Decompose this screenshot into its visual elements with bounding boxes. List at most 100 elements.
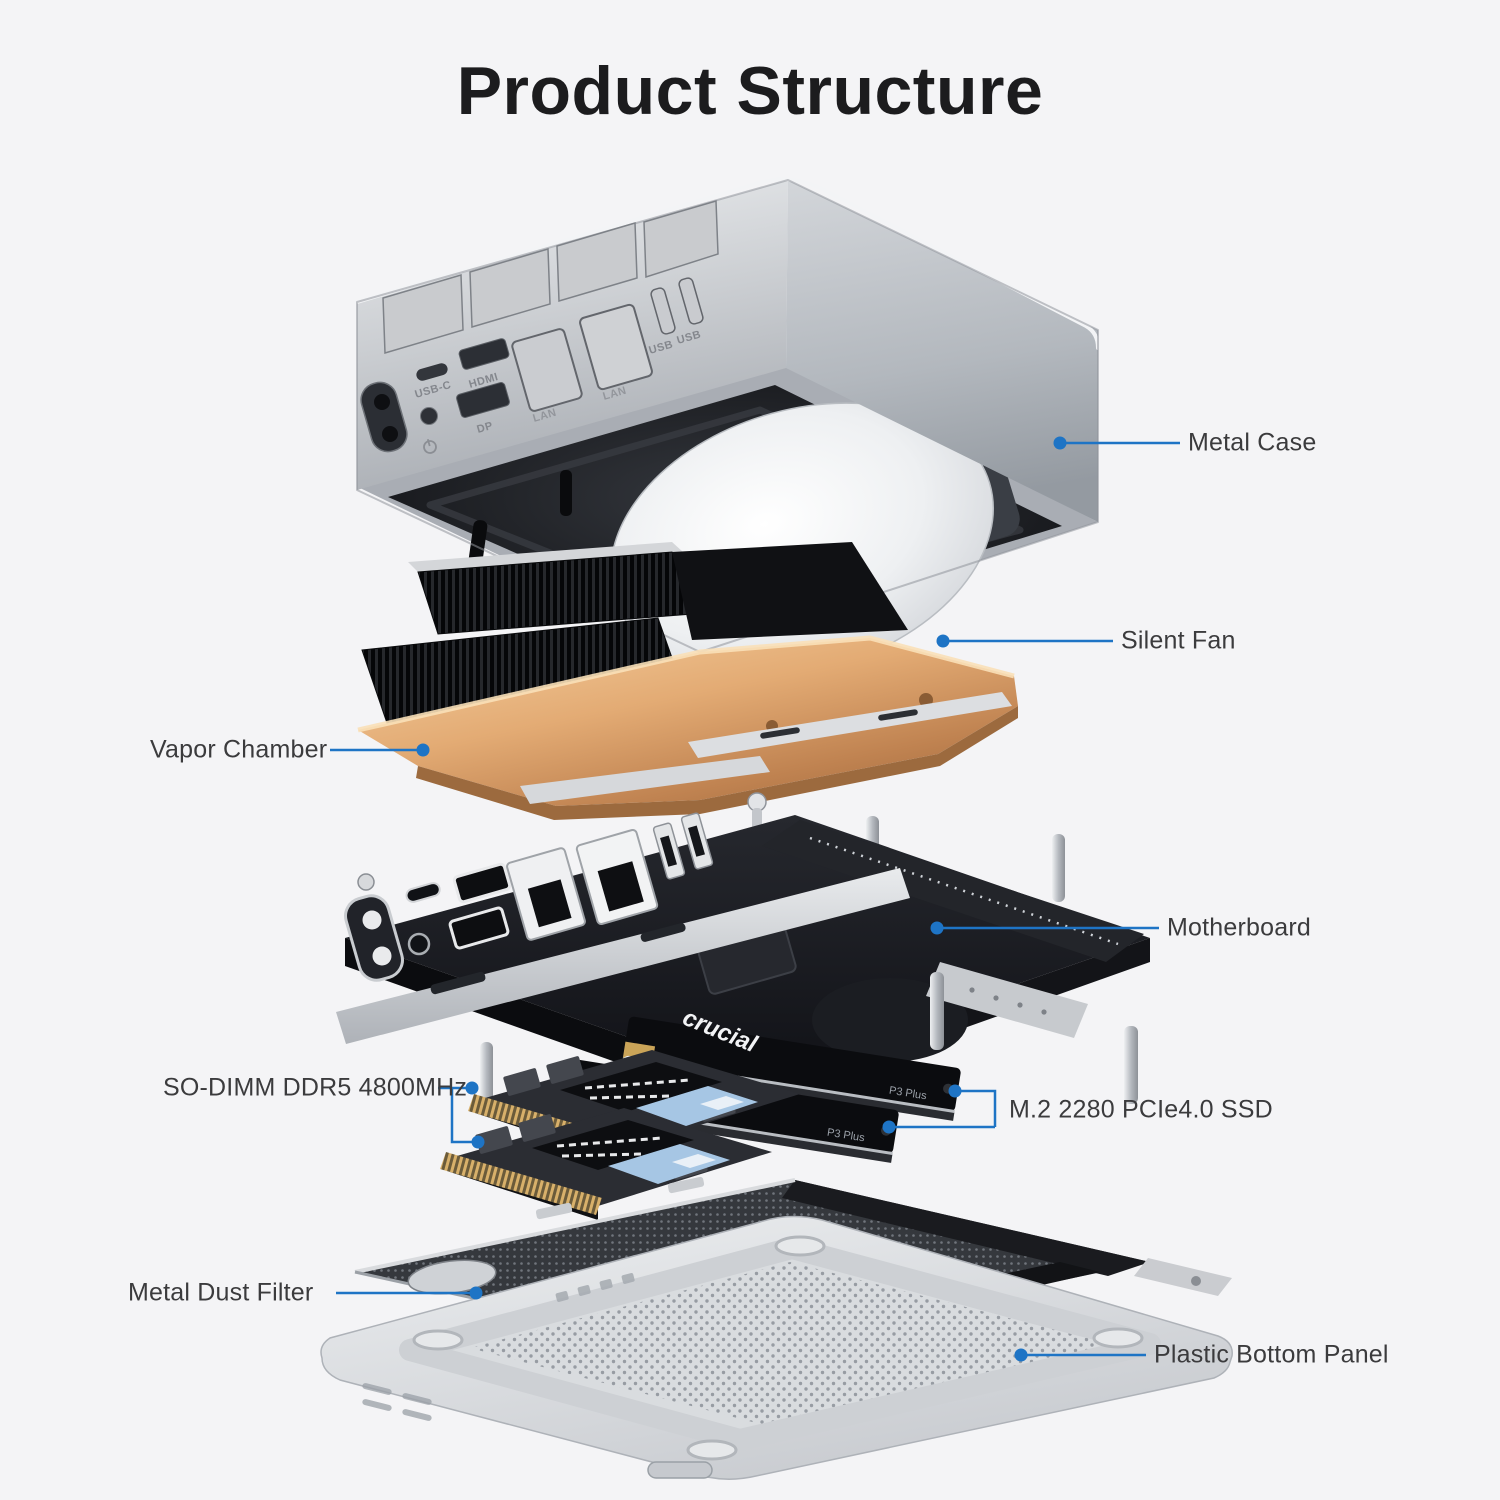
- board-fan-shroud: [812, 978, 968, 1062]
- leader-so-dimm: [438, 1081, 485, 1149]
- support-bar: [336, 868, 910, 1044]
- bracket-hole: [993, 995, 999, 1001]
- callout-label-vapor-chamber: Vapor Chamber: [150, 735, 328, 764]
- leader-bottom-panel: [1014, 1348, 1146, 1362]
- lan-port-socket: [597, 861, 644, 912]
- callout-label-motherboard: Motherboard: [1167, 913, 1311, 942]
- power-inlet: [344, 894, 404, 982]
- screw: [357, 873, 375, 891]
- standoff-strip-slot: [878, 709, 918, 721]
- panel-perforation: [470, 1262, 1110, 1424]
- heatpipe-block: [672, 542, 908, 640]
- leader-metal-case: [1053, 436, 1180, 450]
- ram-chip: [503, 1068, 541, 1096]
- leader-m2-ssd: [882, 1084, 997, 1134]
- usbc-cutout: [416, 363, 448, 381]
- ram-blue-sticker: [636, 1086, 758, 1126]
- leader-dust-filter: [336, 1286, 483, 1300]
- filter-rim-highlight: [354, 1178, 796, 1274]
- screw-shaft: [752, 808, 762, 830]
- ram-blue-sticker-box: [700, 1096, 744, 1110]
- lan-cutout: [511, 328, 583, 412]
- power-inlet-pin: [372, 946, 392, 966]
- usb-port-slot: [688, 825, 705, 857]
- ram-label-text-lines: [584, 1078, 691, 1100]
- ram-chip: [546, 1056, 584, 1084]
- panel-latch: [647, 1461, 713, 1479]
- filter-tab: [535, 1202, 573, 1220]
- page-title: Product Structure: [456, 53, 1044, 129]
- case-interior-pillar: [560, 470, 572, 516]
- vapor-chamber: [357, 542, 1018, 830]
- shield-band: [762, 820, 1144, 962]
- dp-cutout: [456, 382, 510, 418]
- bottom-panel: [320, 1215, 1233, 1480]
- standoff-post: [930, 972, 944, 1050]
- panel-vent-slots: [362, 1383, 432, 1421]
- case-top-ridge-highlight: [355, 177, 1100, 350]
- audio-jack-cutout: [420, 407, 438, 425]
- audio-jack: [407, 932, 431, 956]
- bracket-hole: [1041, 1009, 1047, 1015]
- callout-label-dust-filter: Metal Dust Filter: [128, 1278, 314, 1307]
- standoff-strip: [688, 692, 1012, 758]
- standoff-strip: [520, 756, 770, 804]
- ssd-model-text: P3 Plus: [826, 1127, 866, 1145]
- power-inlet-pin: [362, 910, 382, 930]
- filter-tab: [667, 1176, 705, 1194]
- lan-cutout: [579, 303, 653, 391]
- filter-flange-hole: [1191, 1276, 1201, 1286]
- power-pin-hole: [374, 394, 390, 410]
- panel-foot: [412, 1329, 464, 1351]
- standoff-post: [480, 1042, 493, 1108]
- lan-port-socket: [527, 879, 572, 928]
- callout-label-m2-ssd: M.2 2280 PCIe4.0 SSD: [1009, 1095, 1273, 1124]
- ram-modules: [438, 1050, 800, 1222]
- power-pin-hole: [382, 426, 398, 442]
- case-outline: [356, 179, 1099, 653]
- bracket-hole: [1017, 1002, 1023, 1008]
- filter-top-band: [782, 1180, 1150, 1276]
- vapor-chamber-screw-hole: [919, 693, 933, 707]
- leader-motherboard: [930, 921, 1159, 935]
- panel-foot: [686, 1439, 738, 1461]
- standoff-post: [1124, 1026, 1138, 1104]
- power-icon: [423, 439, 437, 454]
- usb-port-slot: [660, 835, 677, 867]
- callout-label-metal-case: Metal Case: [1188, 428, 1317, 457]
- regulatory-marks: [555, 1273, 635, 1302]
- leader-vapor-chamber: [330, 743, 430, 757]
- leader-silent-fan: [936, 634, 1113, 648]
- support-bar-slot: [640, 923, 686, 942]
- case-port-cutouts: USB-C HDMI DP LAN LAN USB USB: [360, 277, 704, 454]
- panel-foot: [1092, 1327, 1144, 1349]
- metal-case: USB-C HDMI DP LAN LAN USB USB: [355, 177, 1100, 678]
- vapor-chamber-bevel: [357, 635, 1015, 733]
- ssd-model-text: P3 Plus: [888, 1085, 928, 1103]
- ssd-modules: crucial P3 Plus crucial P3 Plus: [559, 1004, 961, 1163]
- case-vent-cutouts: [382, 200, 719, 354]
- usb-cutout: [678, 277, 704, 325]
- dp-port-label: DP: [476, 420, 495, 436]
- ram-label-sticker: [560, 1062, 722, 1112]
- vapor-chamber-thickness: [416, 706, 1018, 820]
- hdmi-port: [452, 862, 512, 904]
- filter-flange: [1134, 1258, 1232, 1296]
- motherboard-rear-ports: [344, 812, 714, 982]
- panel-foot: [774, 1235, 826, 1257]
- bracket-hole: [969, 987, 975, 993]
- callout-leaders: [330, 436, 1180, 1362]
- usbc-port: [405, 882, 441, 903]
- solder-dots: [809, 836, 1119, 946]
- callout-label-so-dimm: SO-DIMM DDR5 4800MHz: [163, 1073, 468, 1102]
- usb-cutout: [650, 287, 676, 335]
- ssd-body: [623, 1016, 961, 1112]
- standoff-post: [1052, 834, 1065, 902]
- perforated-bracket: [926, 962, 1088, 1038]
- callout-label-silent-fan: Silent Fan: [1121, 626, 1236, 655]
- support-bar-slot: [430, 971, 486, 995]
- motherboard: [336, 812, 1150, 1108]
- hdmi-cutout: [458, 338, 510, 370]
